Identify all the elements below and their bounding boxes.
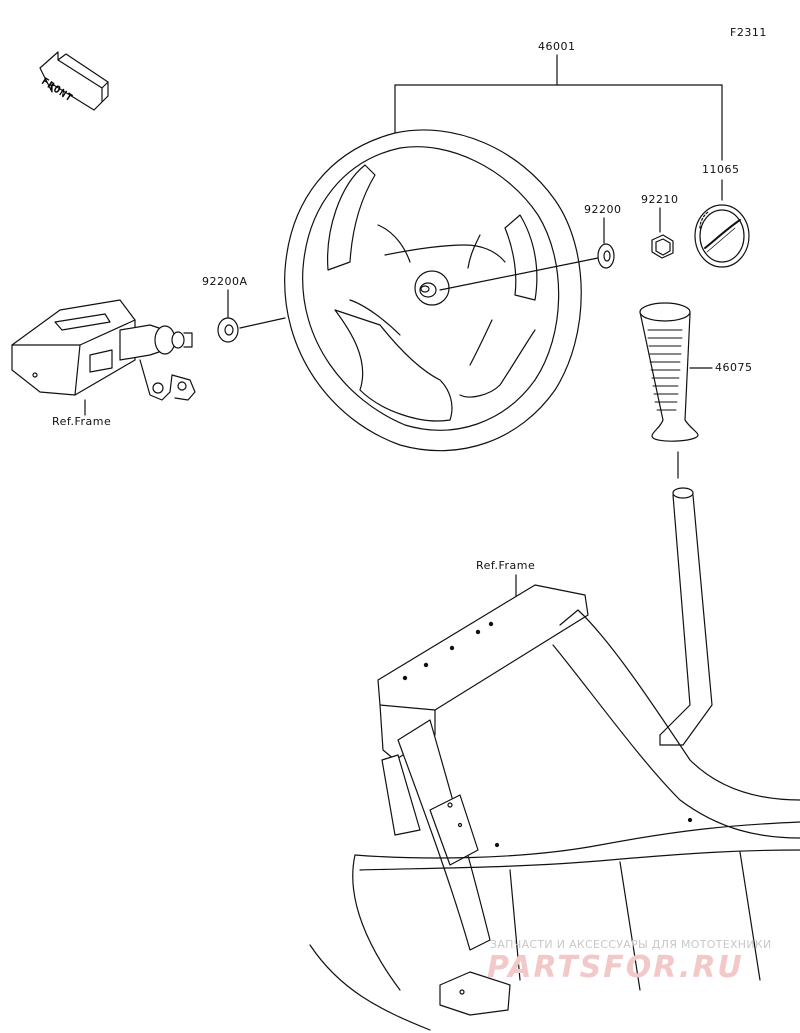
part-label-46001: 46001 <box>538 40 576 53</box>
frame <box>309 574 800 1031</box>
watermark-tagline: ЗАПЧАСТИ И АКСЕССУАРЫ ДЛЯ МОТОТЕХНИКИ <box>490 938 772 951</box>
part-label-11065: 11065 <box>702 163 740 176</box>
ref-frame-label-upper: Ref.Frame <box>52 415 112 428</box>
ref-frame-label-lower: Ref.Frame <box>476 559 536 572</box>
part-label-92210: 92210 <box>641 193 679 206</box>
part-label-46075: 46075 <box>715 361 753 374</box>
washer-92200a <box>217 289 286 343</box>
steering-column-bracket <box>11 299 196 416</box>
watermark-logo: PARTSFOR.RU <box>487 950 744 985</box>
part-label-92200: 92200 <box>584 203 622 216</box>
handle-tube <box>659 451 713 746</box>
steering-wheel <box>284 129 582 452</box>
grip-46075 <box>639 302 713 442</box>
part-label-92200a: 92200A <box>202 275 248 288</box>
washer-92200 <box>439 217 615 291</box>
nut-92210 <box>651 207 674 259</box>
front-arrow-icon <box>39 51 109 111</box>
emblem-11065 <box>694 204 750 268</box>
wheel-leader-bracket <box>394 54 723 201</box>
diagram-code: F2311 <box>730 26 767 39</box>
